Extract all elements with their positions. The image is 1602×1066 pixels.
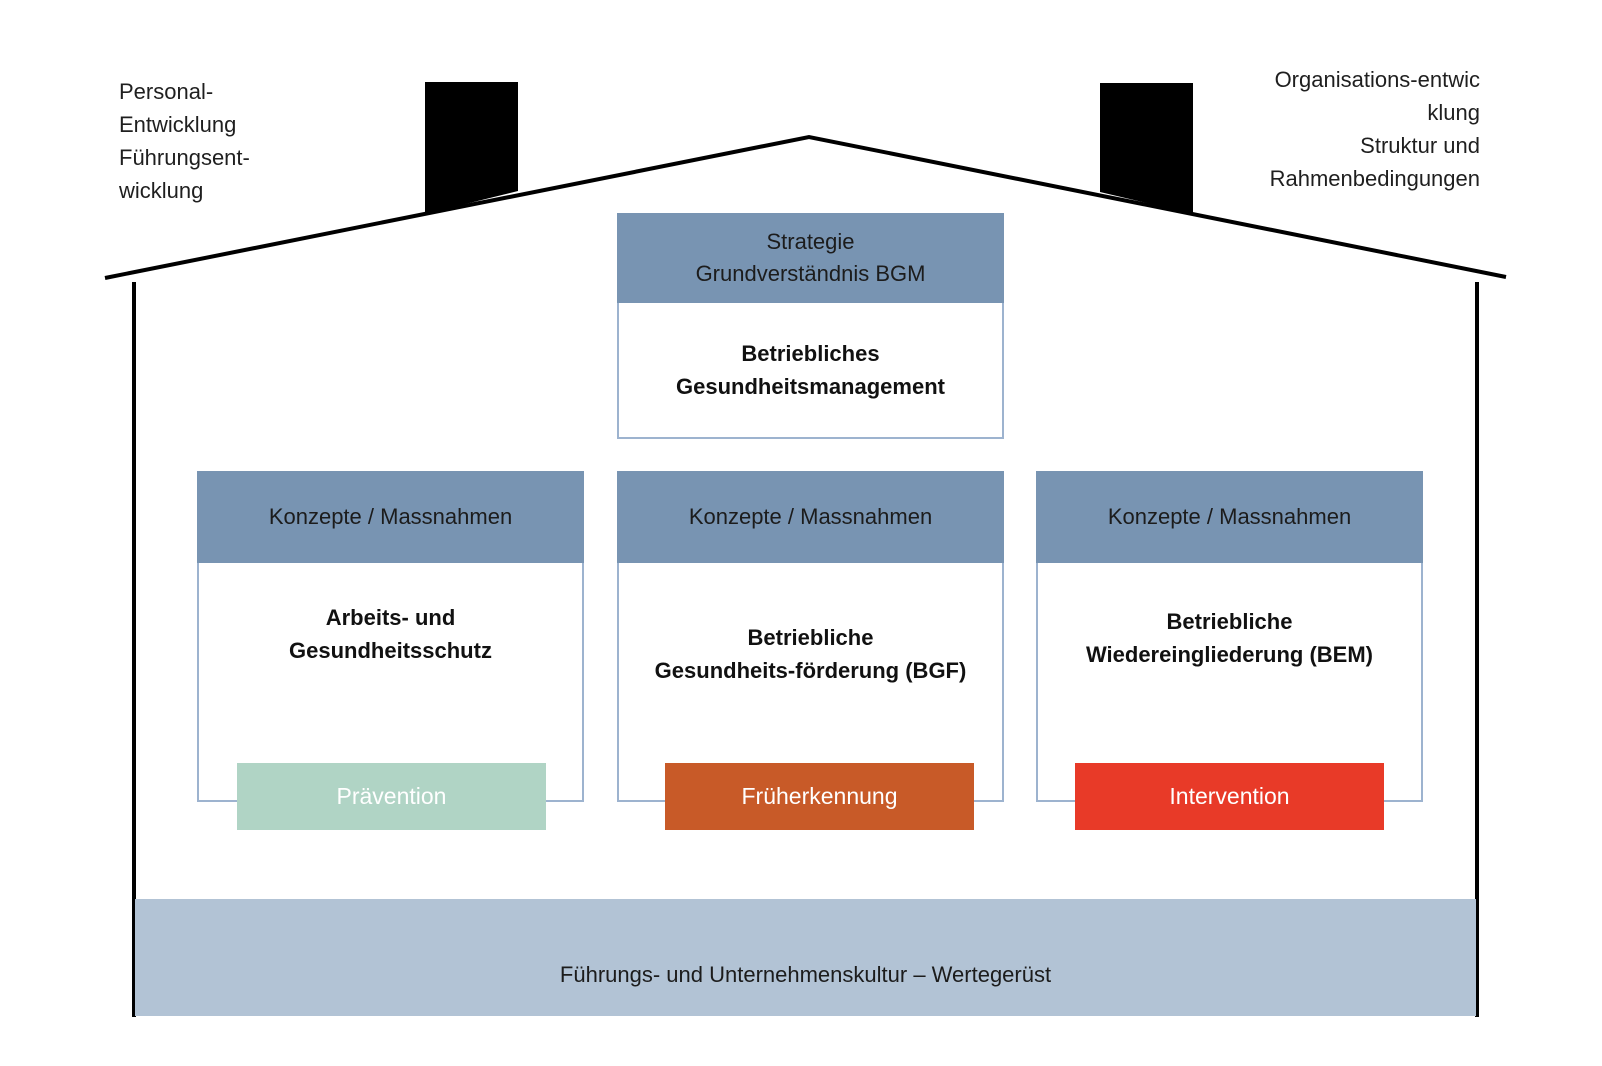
pillar-title: Betriebliche Gesundheits-förderung (BGF) xyxy=(654,625,967,683)
pillar-header: Konzepte / Massnahmen xyxy=(197,471,584,563)
pillar-header: Konzepte / Massnahmen xyxy=(617,471,1004,563)
chimney-right xyxy=(1100,83,1193,214)
pillar-header: Konzepte / Massnahmen xyxy=(1036,471,1423,563)
strategy-box: Strategie Grundverständnis BGM Betriebli… xyxy=(617,213,1004,439)
label-personal-development: Personal- Entwicklung Führungsent- wickl… xyxy=(119,79,250,203)
pillar-bgf: Konzepte / Massnahmen Betriebliche Gesun… xyxy=(617,471,1004,802)
stage-intervention: Intervention xyxy=(1075,763,1384,830)
foundation-culture: Führungs- und Unternehmenskultur – Werte… xyxy=(135,899,1476,1016)
strategy-header: Strategie Grundverständnis BGM xyxy=(617,213,1004,303)
stage-praevention: Prävention xyxy=(237,763,546,830)
chimney-left xyxy=(425,82,518,214)
pillar-body: Betriebliche Wiedereingliederung (BEM) xyxy=(1036,563,1423,802)
pillar-arbeitsschutz: Konzepte / Massnahmen Arbeits- und Gesun… xyxy=(197,471,584,802)
foundation-text: Führungs- und Unternehmenskultur – Werte… xyxy=(559,962,1052,987)
pillar-bem: Konzepte / Massnahmen Betriebliche Wiede… xyxy=(1036,471,1423,802)
label-organisational-development: Organisations-entwic klung Struktur und … xyxy=(1269,67,1480,191)
roof-line xyxy=(104,134,1507,280)
pillar-title: Betriebliche Wiedereingliederung (BEM) xyxy=(1085,609,1374,667)
strategy-body: Betriebliches Gesundheitsmanagement xyxy=(617,303,1004,439)
strategy-header-text: Strategie Grundverständnis BGM xyxy=(695,229,926,286)
strategy-title: Betriebliches Gesundheitsmanagement xyxy=(676,341,945,399)
stage-frueherkennung: Früherkennung xyxy=(665,763,974,830)
pillar-title: Arbeits- und Gesundheitsschutz xyxy=(289,605,492,663)
pillar-body: Arbeits- und Gesundheitsschutz xyxy=(197,563,584,802)
